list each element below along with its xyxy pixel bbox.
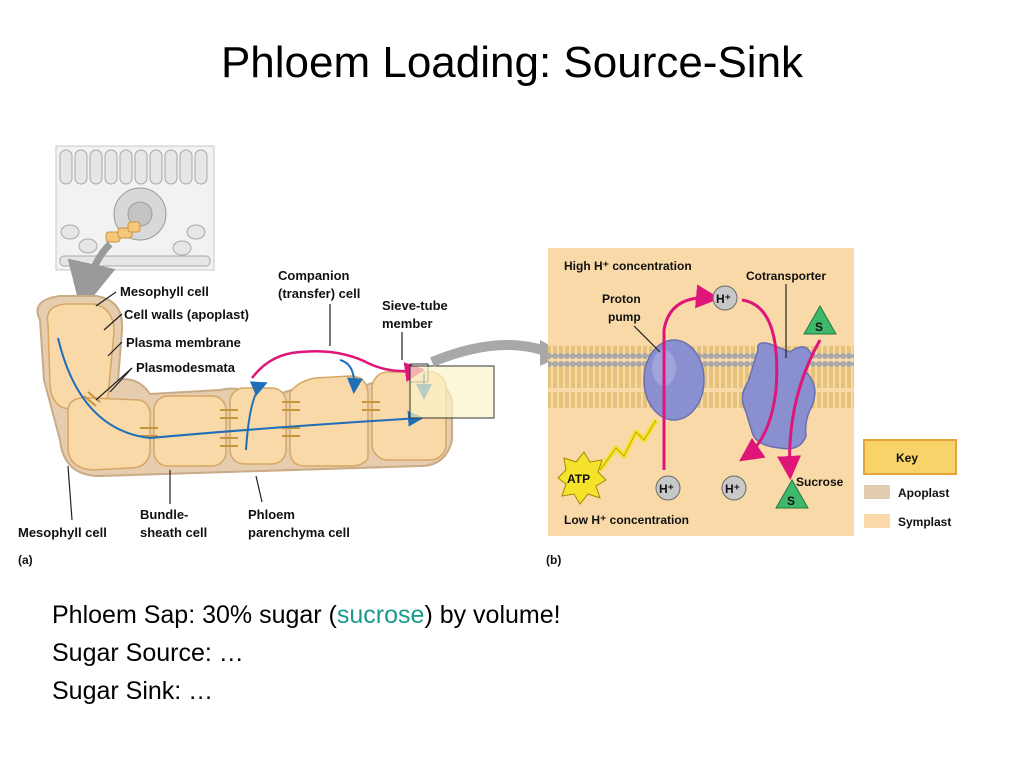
label-low-h: Low H⁺ concentration (564, 513, 689, 527)
apoplastic-route-arrow (251, 349, 425, 383)
panel-b-letter: (b) (546, 553, 561, 567)
label-mesophyll-top: Mesophyll cell (120, 284, 209, 299)
label-phloem-1: Phloem (248, 507, 295, 522)
label-companion-2: (transfer) cell (278, 286, 360, 301)
label-bundle-1: Bundle- (140, 507, 188, 522)
zoom-arrow (430, 339, 550, 367)
cotransport-s-arrow (777, 339, 822, 480)
key-apoplast-swatch (864, 485, 890, 499)
cotransport-h-arrow (739, 298, 779, 462)
h-ion-br-label: H⁺ (725, 482, 740, 496)
key-symplast-swatch (864, 514, 890, 528)
cell-chain (36, 295, 453, 478)
key-title: Key (896, 451, 918, 465)
proton-pump (643, 339, 705, 421)
bullet-phloem-sap: Phloem Sap: 30% sugar (sucrose) by volum… (52, 601, 561, 629)
companion-down-arrow (339, 359, 363, 394)
phloem-loading-diagram: Mesophyll cell Cell walls (apoplast) Pla… (18, 145, 957, 567)
label-proton-1: Proton (602, 292, 641, 306)
bullet-list: Phloem Sap: 30% sugar (sucrose) by volum… (52, 596, 561, 710)
sucrose-top (803, 304, 837, 335)
bullet-sugar-sink: Sugar Sink: … (52, 677, 214, 705)
label-companion-1: Companion (278, 268, 350, 283)
label-sucrose: Sucrose (796, 475, 844, 489)
label-phloem-2: parenchyma cell (248, 525, 350, 540)
label-plasma-membrane: Plasma membrane (126, 335, 241, 350)
bullet-sugar-source: Sugar Source: … (52, 639, 244, 667)
slide-title: Phloem Loading: Source-Sink (220, 38, 804, 87)
label-cell-walls: Cell walls (apoplast) (124, 307, 249, 322)
label-plasmodesmata: Plasmodesmata (136, 360, 236, 375)
label-high-h: High H⁺ concentration (564, 259, 692, 273)
label-cotransporter: Cotransporter (746, 269, 826, 283)
label-sieve-2: member (382, 316, 433, 331)
panel-a-letter: (a) (18, 553, 33, 567)
cotransporter-protein (741, 342, 816, 450)
label-bundle-2: sheath cell (140, 525, 207, 540)
h-ion-bottom-left (655, 475, 681, 501)
sucrose-bottom-label: S (787, 494, 795, 508)
atp-burst (557, 451, 607, 505)
sucrose-bottom (775, 478, 809, 509)
legend-key: Key Apoplast Symplast (863, 439, 957, 529)
zoom-box (409, 365, 495, 419)
h-ion-top-label: H⁺ (716, 292, 731, 306)
apoplast-flow-arrow (245, 381, 268, 451)
key-apoplast-label: Apoplast (898, 486, 949, 500)
sucrose-top-label: S (815, 320, 823, 334)
symplast-flow-arrow (57, 337, 424, 440)
atp-label: ATP (567, 472, 590, 486)
h-ion-bl-label: H⁺ (659, 482, 674, 496)
label-mesophyll-bottom: Mesophyll cell (18, 525, 107, 540)
h-ion-bottom-right (721, 475, 747, 501)
label-proton-2: pump (608, 310, 641, 324)
key-symplast-label: Symplast (898, 515, 951, 529)
sucrose-highlight: sucrose (336, 601, 425, 629)
label-sieve-1: Sieve-tube (382, 298, 448, 313)
h-ion-top (712, 285, 738, 311)
leaf-cross-section-thumbnail (55, 145, 215, 312)
pump-h-arrow (662, 284, 720, 470)
